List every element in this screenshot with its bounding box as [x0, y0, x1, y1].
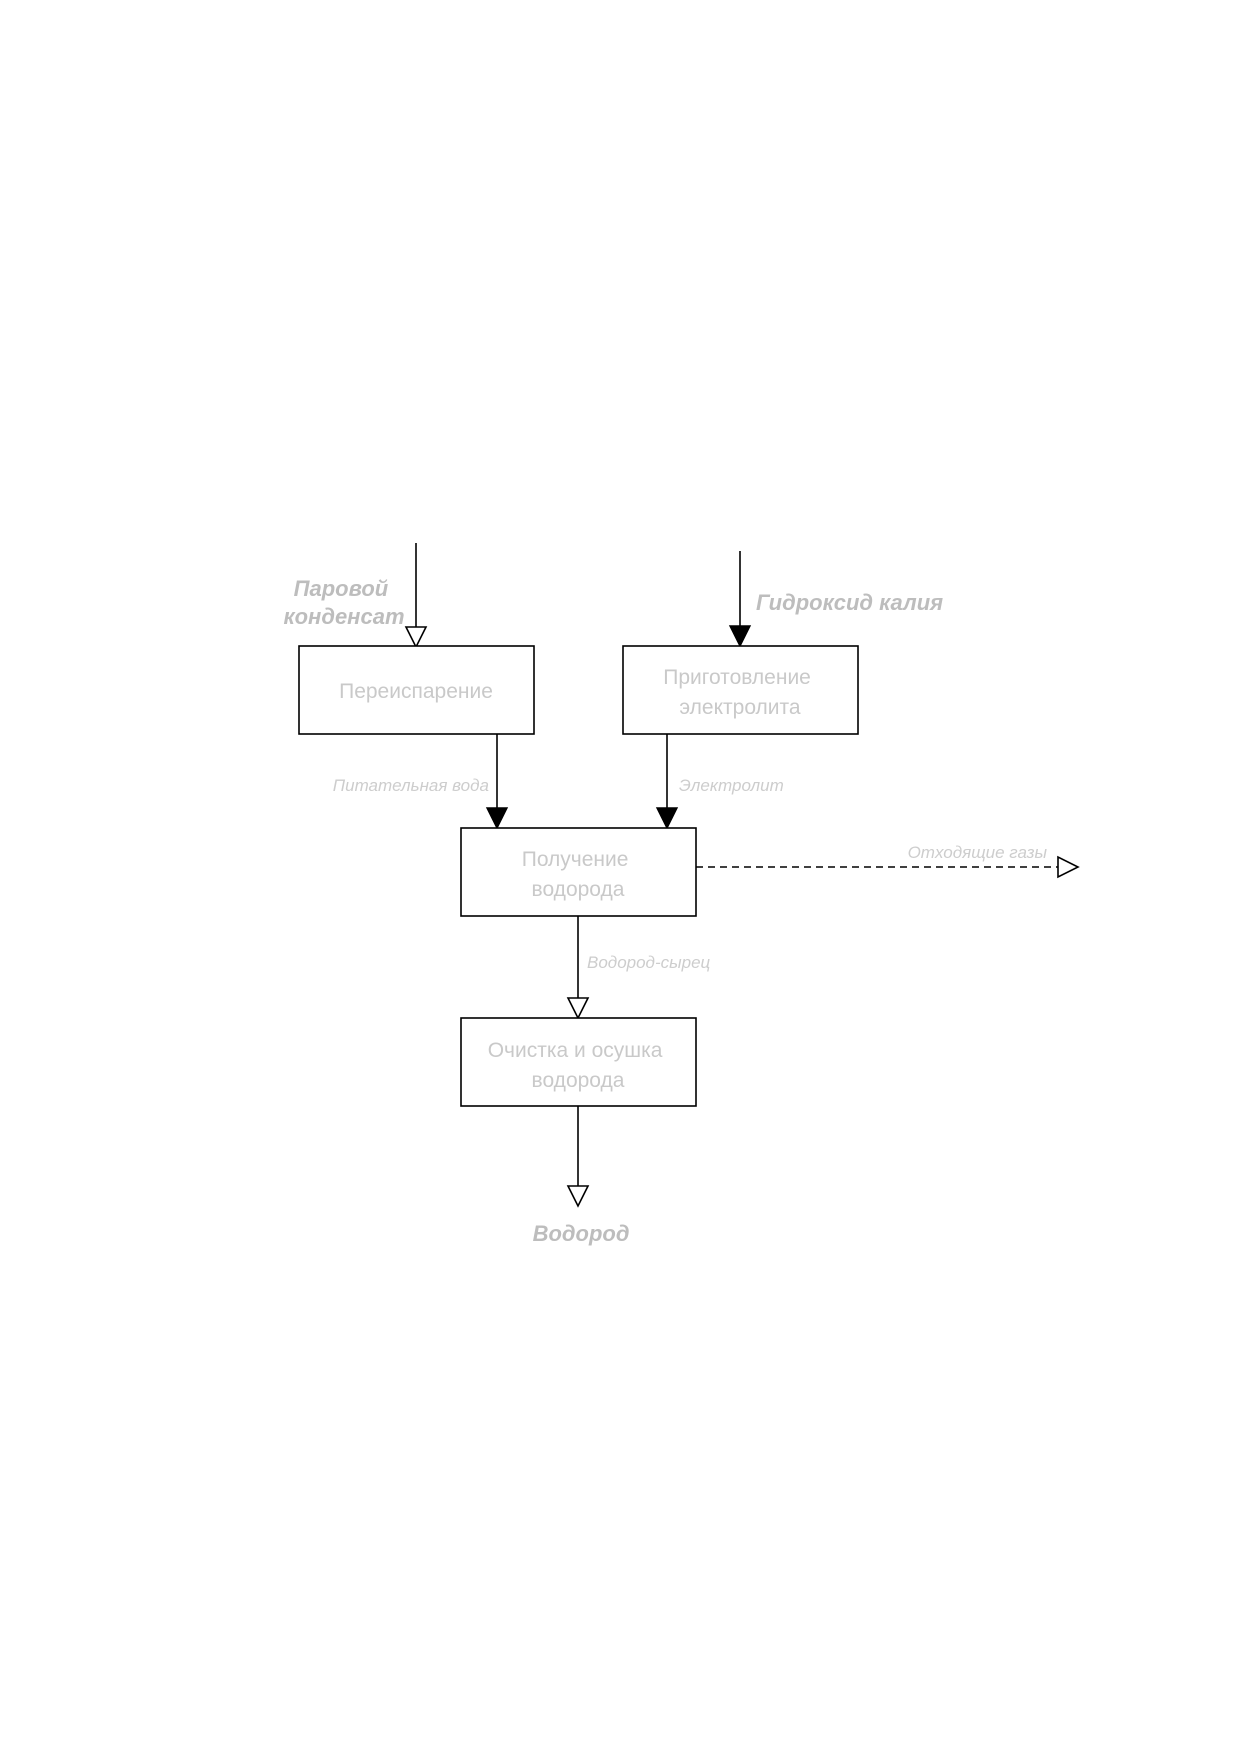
open-arrowhead-icon	[404, 626, 428, 649]
steam-condensate-label-line1: Паровой	[294, 576, 389, 601]
reevaporation-box: Переиспарение	[298, 645, 535, 735]
open-arrowhead-icon	[1057, 855, 1080, 879]
electrolyte-preparation-line1: Приготовление	[663, 666, 811, 689]
hydrogen-output-label: Водород	[533, 1221, 630, 1246]
filled-arrowhead-icon	[728, 625, 752, 648]
electrolyte-preparation-box: Приготовление электролита	[622, 645, 859, 735]
hydrogen-production-line1: Получение	[522, 848, 629, 871]
hydrogen-production-box: Получение водорода	[460, 827, 697, 917]
off-gases-label: Отходящие газы	[908, 843, 1048, 862]
potassium-hydroxide-label: Гидроксид калия	[756, 590, 943, 615]
open-arrowhead-icon	[566, 997, 590, 1020]
purification-drying-line1: Очистка и осушка	[488, 1039, 663, 1062]
feed-water-label: Питательная вода	[333, 776, 489, 795]
filled-arrowhead-icon	[655, 807, 679, 830]
purification-drying-box: Очистка и осушка водорода	[460, 1017, 697, 1107]
filled-arrowhead-icon	[485, 807, 509, 830]
electrolyte-label: Электролит	[679, 776, 784, 795]
hydrogen-production-box-label: Получение водорода	[522, 848, 635, 901]
open-arrowhead-icon	[566, 1185, 590, 1208]
hydrogen-production-line2: водорода	[532, 878, 625, 901]
raw-hydrogen-label: Водород-сырец	[587, 953, 711, 972]
reevaporation-box-label: Переиспарение	[339, 680, 493, 703]
electrolyte-preparation-box-label: Приготовление электролита	[663, 666, 816, 719]
steam-condensate-label-line2: конденсат	[283, 604, 404, 629]
purification-drying-box-label: Очистка и осушка водорода	[488, 1039, 669, 1092]
purification-drying-line2: водорода	[532, 1069, 625, 1092]
electrolyte-preparation-line2: электролита	[679, 696, 800, 719]
steam-condensate-label: Паровой конденсат	[283, 576, 404, 629]
